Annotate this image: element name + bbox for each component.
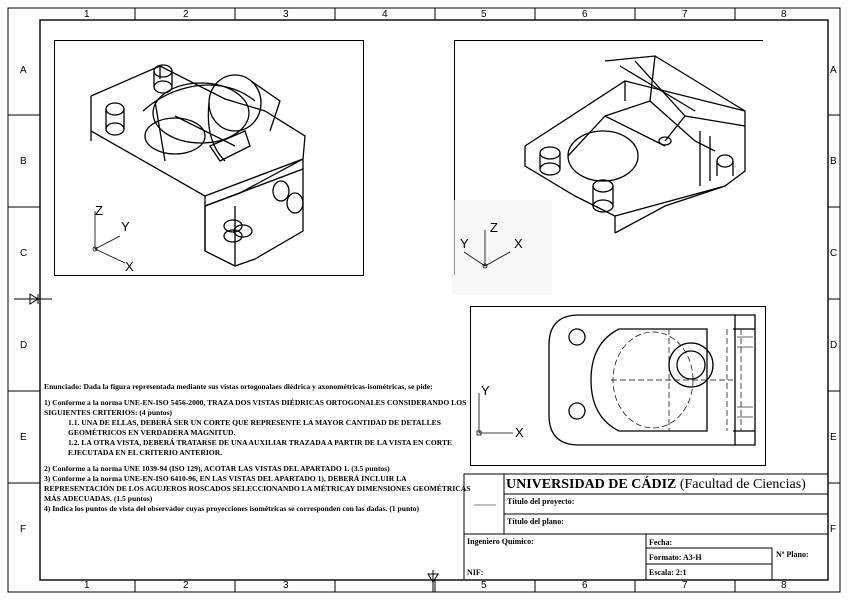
axis-y-label-2: Y	[460, 236, 469, 251]
row-label-e-right: E	[830, 432, 837, 443]
row-label-e: E	[20, 432, 27, 443]
statement-item-4: 4) Indica los puntos de vista del observ…	[44, 504, 420, 513]
column-label-6-bottom: 6	[582, 580, 588, 591]
title-block-heading: UNIVERSIDAD DE CÁDIZ (Facultad de Cienci…	[506, 476, 806, 494]
row-label-f-right: F	[830, 524, 837, 535]
axis-triad-2: Z Y X	[452, 200, 552, 295]
isometric-drawing-1: Z Y X	[90, 64, 306, 274]
axis-x-label-3: X	[515, 425, 524, 440]
row-label-c-right: C	[830, 248, 838, 259]
isometric-drawing-2	[524, 55, 746, 234]
column-label-5-bottom: 5	[481, 580, 487, 591]
statement-item-1-1: 1.1. UNA DE ELLAS, DEBERÁ SER UN CORTE Q…	[68, 418, 441, 437]
axis-y-label-3: Y	[481, 383, 490, 398]
column-label-7-bottom: 7	[682, 580, 688, 591]
plan-number-label: Nº Plano:	[776, 550, 809, 559]
row-label-b-right: B	[830, 156, 837, 167]
grid-ticks	[8, 8, 840, 592]
date-label: Fecha:	[649, 538, 673, 547]
isometric-view-1: Z Y X	[54, 40, 364, 276]
format-label: Formato: A3-H	[649, 553, 702, 562]
faculty-name: (Facultad de Ciencias)	[679, 477, 806, 492]
column-label-1-bottom: 1	[84, 580, 90, 591]
column-label-8: 8	[781, 9, 787, 20]
column-label-1: 1	[84, 9, 90, 20]
row-label-d: D	[20, 340, 28, 351]
statement-intro: Enunciado: Dada la figura representada m…	[44, 382, 433, 391]
axis-z-label-1: Z	[95, 203, 103, 218]
axis-x-label-2: X	[514, 236, 523, 251]
statement-item-1-2: 1.2. LA OTRA VISTA, DEBERÁ TRATARSE DE U…	[68, 438, 453, 457]
row-label-d-right: D	[830, 340, 838, 351]
axis-x-label-1: X	[125, 259, 134, 274]
title-block	[463, 473, 829, 581]
university-name: UNIVERSIDAD DE CÁDIZ	[506, 477, 677, 492]
statement-item-1: 1) Conforme a la norma UNE-EN-ISO 5456-2…	[44, 398, 467, 417]
row-label-a: A	[20, 65, 27, 76]
column-label-6: 6	[582, 9, 588, 20]
row-label-a-right: A	[830, 65, 837, 76]
nif-label: NIF:	[467, 568, 484, 577]
centering-mark-left	[29, 293, 39, 305]
row-label-b: B	[20, 156, 27, 167]
orthographic-drawing: Y X	[476, 314, 756, 446]
axis-y-label-1: Y	[121, 219, 130, 234]
column-label-5: 5	[481, 9, 487, 20]
column-label-3: 3	[283, 9, 289, 20]
column-label-3-bottom: 3	[283, 580, 289, 591]
exercise-statement: Enunciado: Dada la figura representada m…	[44, 382, 472, 514]
axis-z-label-2: Z	[490, 220, 498, 235]
scale-label: Escala: 2:1	[649, 568, 687, 577]
column-label-2-bottom: 2	[183, 580, 189, 591]
column-label-4: 4	[382, 9, 388, 20]
orthographic-view: Y X	[470, 306, 766, 466]
engineer-label: Ingeniero Químico:	[467, 537, 534, 546]
row-label-c: C	[20, 248, 28, 259]
column-label-2: 2	[183, 9, 189, 20]
row-label-f: F	[20, 524, 27, 535]
column-label-8-bottom: 8	[781, 580, 787, 591]
plan-title-label: Título del plano:	[507, 517, 564, 526]
statement-item-2: 2) Conforme a la norma UNE 1039-94 (ISO …	[44, 464, 390, 473]
statement-item-3: 3) Conforme a la norma UNE-EN-ISO 6410-9…	[44, 474, 471, 503]
project-title-label: Título del proyecto:	[507, 497, 575, 506]
column-label-7: 7	[682, 9, 688, 20]
